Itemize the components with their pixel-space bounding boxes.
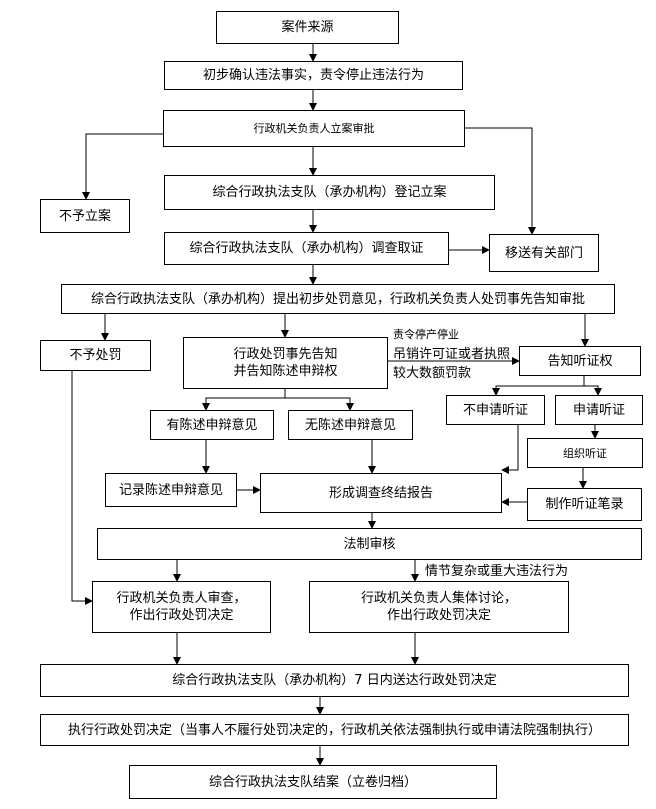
node-label: 告知听证权 (547, 353, 613, 369)
node-label: 不申请听证 (462, 402, 528, 418)
node-label: 行政处罚事先告知 并告知陈述申辩权 (233, 347, 338, 379)
node-collective-discussion: 行政机关负责人集体讨论， 作出行政处罚决定 (309, 581, 569, 633)
node-propose: 综合行政执法支队（承办机构）提出初步处罚意见，行政机关负责人处罚事先告知审批 (61, 284, 615, 314)
node-investigate: 综合行政执法支队（承办机构）调查取证 (164, 232, 449, 265)
node-label: 制作听证笔录 (545, 497, 624, 512)
arrow-approval-to-transfer (465, 127, 536, 235)
node-label: 综合行政执法支队（承办机构）7 日内送达行政处罚决定 (172, 673, 497, 688)
node-record-statement: 记录陈述申辩意见 (105, 473, 237, 507)
node-hearing-record: 制作听证笔录 (527, 488, 642, 521)
hearing-condition-label-3: 较大数额罚款 (393, 366, 472, 381)
arrow-approval-to-no-case (82, 133, 163, 200)
node-no-penalty: 不予处罚 (40, 340, 151, 371)
arrow-hearing-to-apply (584, 385, 602, 396)
node-label: 综合行政执法支队结案（立卷归档） (208, 774, 417, 790)
node-legal-review: 法制审核 (97, 528, 642, 560)
hearing-condition-label-1: 责令停产停业 (393, 328, 459, 341)
node-label: 行政机关负责人审查， 作出行政处罚决定 (116, 591, 247, 623)
node-label: 行政机关负责人集体讨论， 作出行政处罚决定 (360, 591, 517, 623)
node-final-report: 形成调查终结报告 (260, 473, 502, 513)
node-no-apply-hearing: 不申请听证 (446, 395, 545, 425)
arrow-pre-notice-to-has-statement (202, 389, 286, 411)
node-label: 行政机关负责人立案审批 (253, 122, 375, 135)
arrow-hearing-to-no-apply (492, 376, 585, 396)
node-register: 综合行政执法支队（承办机构）登记立案 (164, 175, 495, 210)
node-approval: 行政机关负责人立案审批 (163, 110, 465, 147)
node-preliminary-confirm: 初步确认违法事实，责令停止违法行为 (164, 61, 463, 90)
node-apply-hearing: 申请听证 (555, 395, 643, 425)
node-label: 申请听证 (572, 402, 625, 418)
node-label: 形成调查终结报告 (328, 485, 433, 501)
node-label: 有陈述申辩意见 (166, 417, 258, 433)
node-no-statement: 无陈述申辩意见 (288, 410, 413, 440)
node-deliver: 综合行政执法支队（承办机构）7 日内送达行政处罚决定 (40, 664, 629, 697)
node-label: 案件来源 (281, 20, 334, 35)
node-label: 记录陈述申辩意见 (118, 482, 223, 498)
node-has-statement: 有陈述申辩意见 (150, 410, 274, 440)
node-label: 法制审核 (343, 536, 396, 552)
arrow-no-penalty-to-leader (71, 371, 93, 605)
node-label: 移送有关部门 (504, 245, 583, 261)
complex-case-label: 情节复杂或重大违法行为 (425, 564, 569, 579)
node-label: 综合行政执法支队（承办机构）提出初步处罚意见，行政机关负责人处罚事先告知审批 (90, 291, 585, 307)
node-case-source: 案件来源 (216, 11, 399, 44)
node-leader-review: 行政机关负责人审查， 作出行政处罚决定 (92, 581, 271, 633)
node-label: 无陈述申辩意见 (304, 417, 396, 433)
node-pre-notice: 行政处罚事先告知 并告知陈述申辩权 (183, 337, 388, 389)
node-transfer: 移送有关部门 (489, 234, 599, 272)
node-label: 综合行政执法支队（承办机构）登记立案 (212, 185, 447, 200)
arrow-no-apply-to-report (501, 425, 519, 474)
node-label: 不予立案 (58, 208, 111, 224)
node-label: 组织听证 (563, 446, 607, 460)
node-close-case: 综合行政执法支队结案（立卷归档） (129, 765, 497, 799)
node-hearing-notice: 告知听证权 (519, 346, 641, 376)
arrow-pre-notice-split-right (285, 397, 354, 411)
node-organize-hearing: 组织听证 (527, 438, 643, 468)
node-label: 执行行政处罚决定（当事人不履行处罚决定的，行政机关依法强制执行或申请法院强制执行… (67, 722, 601, 738)
node-label: 不予处罚 (69, 348, 122, 363)
node-label: 初步确认违法事实，责令停止违法行为 (202, 68, 424, 83)
hearing-condition-label-2: 吊销许可证或者执照 (393, 347, 511, 362)
node-execute: 执行行政处罚决定（当事人不履行处罚决定的，行政机关依法强制执行或申请法院强制执行… (40, 714, 629, 746)
node-label: 综合行政执法支队（承办机构）调查取证 (189, 241, 424, 256)
node-no-case: 不予立案 (40, 199, 130, 233)
